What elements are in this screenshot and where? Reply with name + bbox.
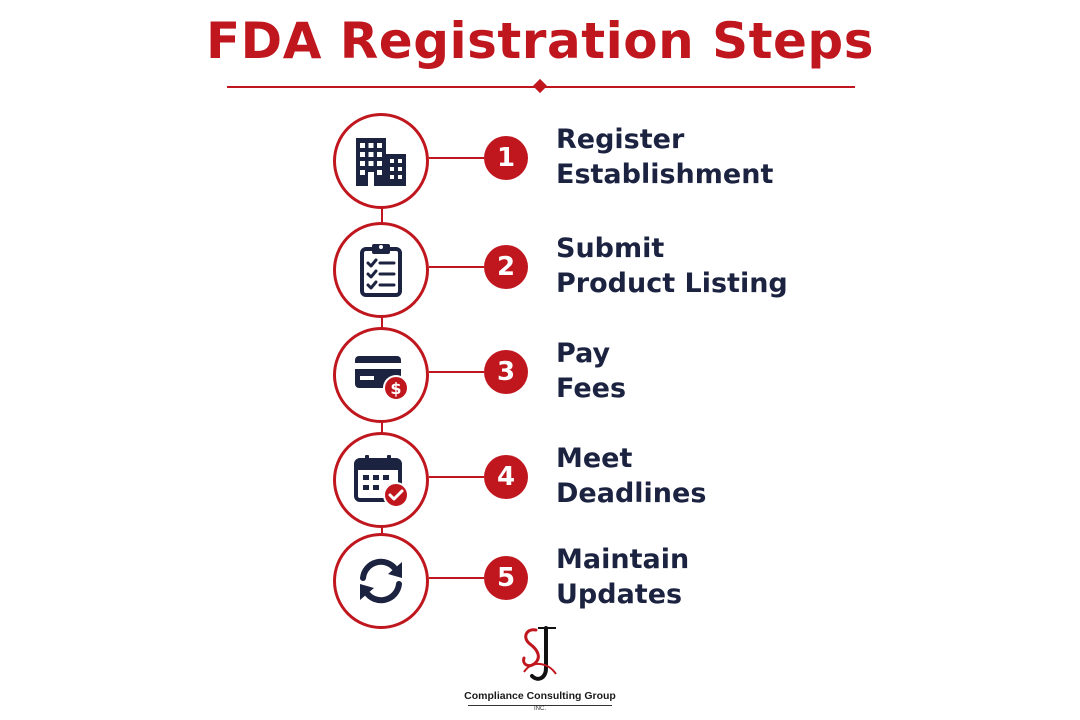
building-icon bbox=[356, 138, 406, 186]
company-name: Compliance Consulting Group bbox=[464, 690, 616, 702]
step-2-number-badge: 2 bbox=[484, 245, 528, 289]
refresh-cycle-icon bbox=[360, 558, 402, 604]
step-3: $ 3 Pay Fees bbox=[0, 323, 1080, 423]
step-1-label-line2: Establishment bbox=[556, 159, 774, 190]
step-1-number-badge: 1 bbox=[484, 136, 528, 180]
monogram-logo bbox=[522, 626, 557, 681]
step-3-icon-circle: $ bbox=[333, 327, 429, 423]
step-3-label: Pay Fees bbox=[556, 336, 916, 406]
svg-text:$: $ bbox=[390, 379, 401, 398]
step-5-connector bbox=[429, 577, 484, 579]
step-3-label-line1: Pay bbox=[556, 338, 611, 369]
step-1-label: Register Establishment bbox=[556, 122, 916, 192]
title-divider bbox=[227, 78, 855, 96]
page-title: FDA Registration Steps bbox=[206, 12, 874, 70]
divider-diamond bbox=[532, 78, 548, 94]
step-5: 5 Maintain Updates bbox=[0, 529, 1080, 629]
step-5-icon-circle bbox=[333, 533, 429, 629]
step-1-label-line1: Register bbox=[556, 124, 685, 155]
step-5-number-badge: 5 bbox=[484, 556, 528, 600]
step-4: 4 Meet Deadlines bbox=[0, 428, 1080, 528]
step-5-label-line1: Maintain bbox=[556, 544, 690, 575]
credit-card-dollar-icon: $ bbox=[355, 356, 409, 401]
step-2: 2 Submit Product Listing bbox=[0, 218, 1080, 318]
step-3-label-line2: Fees bbox=[556, 373, 627, 404]
step-2-label-line2: Product Listing bbox=[556, 268, 788, 299]
clipboard-checklist-icon bbox=[360, 244, 402, 297]
step-5-label: Maintain Updates bbox=[556, 542, 916, 612]
step-2-label: Submit Product Listing bbox=[556, 231, 916, 301]
step-2-label-line1: Submit bbox=[556, 233, 665, 264]
step-4-label: Meet Deadlines bbox=[556, 441, 916, 511]
company-suffix: INC. bbox=[534, 706, 546, 712]
step-4-connector bbox=[429, 476, 484, 478]
step-4-icon-circle bbox=[333, 432, 429, 528]
company-logo: Compliance Consulting Group INC. bbox=[440, 624, 640, 718]
step-3-number-badge: 3 bbox=[484, 350, 528, 394]
step-4-label-line2: Deadlines bbox=[556, 478, 707, 509]
calendar-check-icon bbox=[354, 455, 409, 508]
step-1-connector bbox=[429, 157, 484, 159]
step-5-label-line2: Updates bbox=[556, 579, 683, 610]
step-1: 1 Register Establishment bbox=[0, 109, 1080, 209]
step-4-label-line1: Meet bbox=[556, 443, 633, 474]
step-3-connector bbox=[429, 371, 484, 373]
step-2-icon-circle bbox=[333, 222, 429, 318]
step-4-number-badge: 4 bbox=[484, 455, 528, 499]
step-1-icon-circle bbox=[333, 113, 429, 209]
step-2-connector bbox=[429, 266, 484, 268]
company-underline bbox=[468, 705, 612, 706]
